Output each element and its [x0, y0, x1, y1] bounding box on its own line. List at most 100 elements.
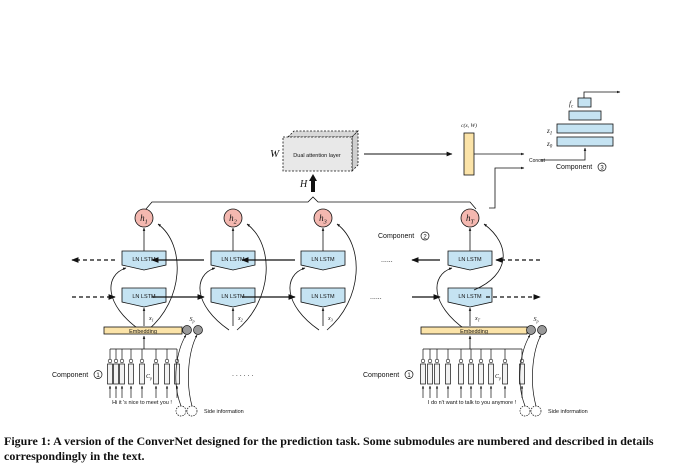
- input-label: x1: [148, 316, 154, 323]
- hidden-state-label: h3: [319, 213, 327, 225]
- concat-label: Concat: [529, 158, 545, 164]
- svg-text:3: 3: [600, 166, 604, 172]
- token-vector: [139, 363, 145, 385]
- lstm-label: LN LSTM: [311, 294, 335, 300]
- fc-label: fc: [569, 100, 574, 110]
- token-gate: [445, 358, 451, 364]
- side-info-arrow: [175, 334, 187, 407]
- token-vector: [119, 363, 125, 385]
- hidden-state-label: hT: [466, 213, 475, 225]
- forward-to-hidden-arrow: [473, 223, 504, 291]
- token-gate: [107, 358, 113, 364]
- attention-layer-label: Dual attention layer: [293, 153, 341, 159]
- side-info-input: [519, 405, 531, 417]
- z1-layer: [556, 123, 614, 134]
- token-vector: [468, 363, 474, 385]
- input-label: xT: [474, 316, 481, 323]
- convernet-diagram: Dual attention layer W H c(x, W) z1 z0 f…: [52, 90, 621, 417]
- token-vector: [478, 363, 484, 385]
- component3-badge: 3: [597, 162, 607, 172]
- bilstm-column: h2 LN LSTM LN LSTM x2: [199, 208, 267, 331]
- token-vector: [174, 363, 180, 385]
- forward-lstm-cell: [447, 287, 493, 308]
- input-to-backward-arrow: [199, 267, 230, 331]
- side-info-input: [530, 405, 542, 417]
- hidden-state-label: h2: [229, 213, 238, 225]
- cp-label: Cp: [146, 374, 152, 381]
- context-vector: [463, 132, 475, 176]
- lstm-label: LN LSTM: [458, 257, 482, 263]
- side-info-input: [175, 405, 187, 417]
- input-label: x2: [237, 316, 243, 323]
- backward-lstm-cell: [300, 250, 346, 271]
- token-vector: [427, 363, 433, 385]
- side-info-node: [182, 325, 192, 335]
- forward-to-hidden-arrow: [147, 223, 178, 331]
- forward-lstm-cell: [300, 287, 346, 308]
- lstm-label: LN LSTM: [221, 257, 245, 263]
- token-vector: [458, 363, 464, 385]
- component1-badge: [404, 370, 414, 379]
- hT-to-concat-arrow: [489, 166, 525, 209]
- backward-lstm-cell: [447, 250, 493, 271]
- input-to-backward-arrow: [436, 267, 467, 331]
- side-info-input: [186, 405, 198, 417]
- token-vector: [128, 363, 134, 385]
- sp-label: Sp: [189, 317, 194, 324]
- svg-text:2: 2: [423, 235, 427, 241]
- embedding-layer: [103, 326, 183, 335]
- token-vector: [164, 363, 170, 385]
- side-info-label: Side information: [548, 409, 588, 415]
- side-info-label: Side information: [204, 409, 244, 415]
- token-gate: [128, 358, 134, 364]
- lstm-label: LN LSTM: [458, 294, 482, 300]
- forward-to-hidden-arrow: [236, 223, 267, 331]
- token-gate: [427, 358, 433, 364]
- fc-layer: [577, 97, 592, 108]
- hidden-state-node: [223, 208, 243, 228]
- h-label: H: [299, 179, 308, 190]
- token-gate: [502, 358, 508, 364]
- component1-badge: [93, 370, 103, 379]
- lstm-label: LN LSTM: [132, 257, 156, 263]
- hidden-layer: [568, 110, 602, 121]
- output-arrow: [583, 90, 621, 98]
- token-gate: [488, 358, 494, 364]
- context-label: c(x, W): [461, 122, 477, 129]
- token-vector: [488, 363, 494, 385]
- token-gate: [139, 358, 145, 364]
- component1-label: Component: [52, 372, 88, 379]
- caption-text: A version of the ConverNet designed for …: [4, 434, 654, 463]
- token-gate: [434, 358, 440, 364]
- backward-lstm-cell: [210, 250, 256, 271]
- bilstm-column: hT LN LSTM LN LSTM xT: [436, 208, 504, 331]
- embedding-label: Embedding: [460, 329, 488, 335]
- ellipsis-forward: ......: [370, 294, 382, 301]
- component3-label: Component: [556, 164, 592, 171]
- token-gate: [119, 358, 125, 364]
- component1-label: Component: [363, 372, 399, 379]
- sp-label: Sp: [533, 317, 538, 324]
- w-label: W: [270, 148, 280, 160]
- token-gate: [468, 358, 474, 364]
- token-vector: [107, 363, 113, 385]
- hidden-state-node: [134, 208, 154, 228]
- hidden-state-node: [460, 208, 480, 228]
- token-vector: [420, 363, 426, 385]
- figure-caption: Figure 1: A version of the ConverNet des…: [4, 434, 680, 464]
- token-gate: [458, 358, 464, 364]
- component1-number: 1: [96, 373, 100, 379]
- token-vector: [445, 363, 451, 385]
- z0-layer: [556, 136, 614, 147]
- utterance-sentence: I do n't want to talk to you anymore !: [428, 400, 517, 406]
- token-gate: [113, 358, 119, 364]
- side-info-arrow: [188, 334, 198, 407]
- token-gate: [478, 358, 484, 364]
- component1-number: 1: [407, 373, 411, 379]
- lstm-label: LN LSTM: [221, 294, 245, 300]
- hidden-states-bracket: [145, 196, 477, 210]
- side-info-node: [537, 325, 547, 335]
